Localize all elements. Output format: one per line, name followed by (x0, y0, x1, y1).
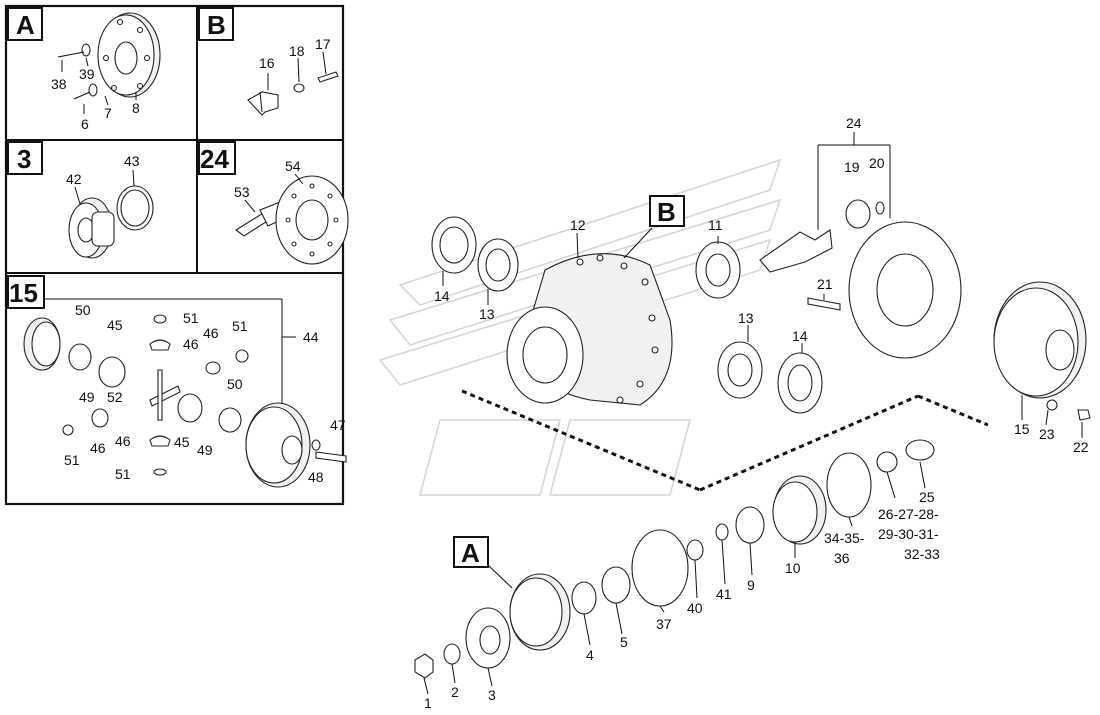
label-50a: 50 (75, 302, 91, 318)
main-housing (506, 227, 673, 406)
label-main-29-31: 29-30-31- (878, 526, 939, 542)
label-main-23: 23 (1039, 426, 1055, 442)
label-51d: 51 (115, 466, 131, 482)
label-main-20: 20 (869, 155, 885, 171)
label-51c: 51 (64, 452, 80, 468)
label-46b: 46 (203, 325, 219, 341)
inset-letter-24: 24 (200, 144, 229, 174)
label-17: 17 (315, 36, 331, 52)
label-main-12: 12 (570, 217, 586, 233)
label-main-13a: 13 (479, 306, 495, 322)
inset-letter-b: B (207, 10, 226, 40)
label-main-19: 19 (844, 159, 860, 175)
svg-text:A: A (461, 538, 480, 568)
label-main-3: 3 (488, 687, 496, 703)
inset-3-parts (68, 169, 154, 259)
label-16: 16 (259, 55, 275, 71)
label-main-25: 25 (919, 489, 935, 505)
callout-b: B (649, 195, 685, 227)
label-50b: 50 (227, 376, 243, 392)
main-pinion-ringgear (759, 132, 962, 359)
svg-text:B: B (657, 197, 676, 227)
label-39: 39 (79, 66, 95, 82)
label-main-36: 36 (834, 550, 850, 566)
label-main-34-35: 34-35- (824, 530, 865, 546)
label-8: 8 (132, 100, 140, 116)
inset-15-parts (23, 298, 347, 488)
inset-a-parts (57, 12, 161, 114)
label-18: 18 (289, 43, 305, 59)
label-42: 42 (66, 171, 82, 187)
label-main-22: 22 (1073, 439, 1089, 455)
label-52: 52 (107, 389, 123, 405)
label-main-15: 15 (1014, 421, 1030, 437)
label-main-37: 37 (656, 616, 672, 632)
label-51a: 51 (183, 310, 199, 326)
inset-letter-15: 15 (9, 278, 38, 308)
label-7: 7 (104, 105, 112, 121)
label-main-14b: 14 (792, 328, 808, 344)
label-49a: 49 (79, 389, 95, 405)
inset-frames (4, 4, 345, 506)
label-43: 43 (124, 153, 140, 169)
label-44: 44 (303, 329, 319, 345)
main-bearings-left (431, 216, 823, 414)
label-main-24: 24 (846, 115, 862, 131)
label-main-14a: 14 (434, 288, 450, 304)
label-51b: 51 (232, 318, 248, 334)
callout-a: A (453, 536, 513, 589)
label-6: 6 (81, 116, 89, 132)
label-main-9: 9 (747, 577, 755, 593)
label-48: 48 (308, 469, 324, 485)
inset-24-parts (235, 173, 349, 265)
label-46c: 46 (90, 440, 106, 456)
dashed-guides (461, 389, 989, 492)
inset-letter-a: A (16, 10, 35, 40)
label-main-10: 10 (785, 560, 801, 576)
label-45b: 45 (174, 434, 190, 450)
inset-b-parts (247, 51, 339, 116)
label-main-13b: 13 (738, 310, 754, 326)
label-53: 53 (234, 184, 250, 200)
label-38: 38 (51, 76, 67, 92)
label-46d: 46 (115, 433, 131, 449)
main-lower-stack (414, 439, 935, 695)
main-differential (993, 281, 1091, 438)
label-main-2: 2 (451, 684, 459, 700)
label-47: 47 (330, 417, 346, 433)
label-main-26-28: 26-27-28- (878, 506, 939, 522)
label-main-32-33: 32-33 (904, 546, 940, 562)
label-main-4: 4 (586, 647, 594, 663)
label-45a: 45 (107, 317, 123, 333)
inset-letter-boxes: A B 3 24 15 (7, 7, 236, 309)
inset-letter-3: 3 (17, 144, 31, 174)
label-54: 54 (285, 158, 301, 174)
label-main-11: 11 (708, 217, 723, 233)
label-main-1: 1 (424, 695, 432, 711)
label-main-40: 40 (687, 600, 703, 616)
label-main-5: 5 (620, 634, 628, 650)
label-46a: 46 (183, 336, 199, 352)
label-main-41: 41 (716, 586, 732, 602)
label-49b: 49 (197, 442, 213, 458)
label-main-21: 21 (817, 276, 833, 292)
